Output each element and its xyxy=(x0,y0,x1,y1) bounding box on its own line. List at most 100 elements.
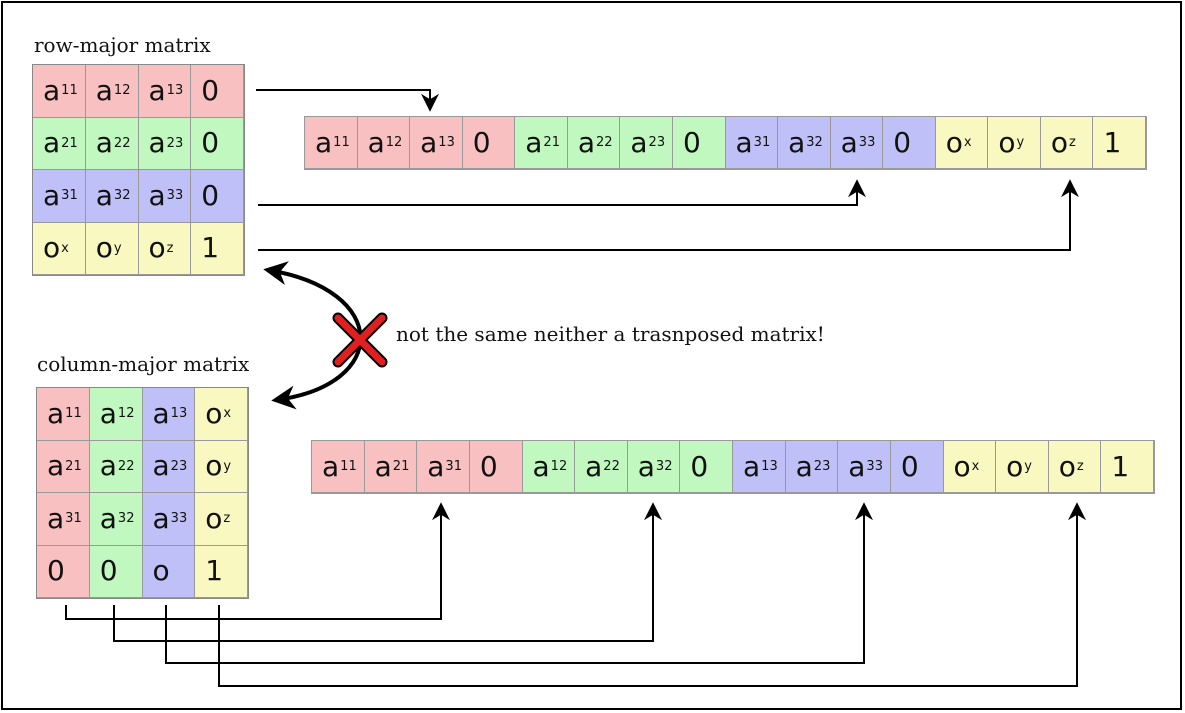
cell-base: a xyxy=(99,501,117,535)
cell-base: a xyxy=(322,449,340,483)
cell-subscript: x xyxy=(971,459,980,474)
cell-subscript: 12 xyxy=(117,406,135,422)
cell-subscript: x xyxy=(963,135,972,150)
cell-base: 0 xyxy=(479,449,498,483)
column-matrix-cell: 0 xyxy=(89,545,143,598)
cell-subscript: 21 xyxy=(543,135,560,150)
cell-base: a xyxy=(577,125,595,159)
cell-base: 1 xyxy=(1111,449,1130,483)
cell-subscript: y xyxy=(223,458,232,474)
cell-base: 0 xyxy=(472,125,491,159)
cell-subscript: 13 xyxy=(166,83,184,99)
cell-base: a xyxy=(420,125,438,159)
row-matrix-cell: 1 xyxy=(191,222,244,275)
cell-subscript: 33 xyxy=(858,135,876,150)
row-matrix-cell: 0 xyxy=(191,65,244,118)
cell-base: o xyxy=(205,449,223,483)
cell-base: a xyxy=(47,501,65,535)
cell-subscript: 33 xyxy=(166,188,184,204)
cell-subscript: 23 xyxy=(170,458,188,474)
cell-base: a xyxy=(152,396,170,430)
cell-base: 0 xyxy=(690,449,709,483)
column-matrix-cell: 0 xyxy=(37,545,90,598)
cell-base: o xyxy=(152,554,170,588)
cell-base: a xyxy=(43,126,61,160)
cell-subscript: 12 xyxy=(385,135,403,150)
column-matrix-cell: 1 xyxy=(195,545,248,598)
cell-subscript: y xyxy=(1016,135,1025,150)
cell-subscript: 22 xyxy=(595,135,613,150)
cell-base: a xyxy=(47,449,65,483)
cell-base: a xyxy=(532,449,550,483)
row-memory-cell: 0 xyxy=(883,117,936,169)
cell-subscript: 31 xyxy=(445,459,462,474)
cell-subscript: 31 xyxy=(65,511,82,527)
row-wire-3 xyxy=(258,179,866,206)
cell-base: o xyxy=(43,231,61,265)
cell-base: 0 xyxy=(201,126,220,160)
cell-subscript: 12 xyxy=(550,459,568,474)
cell-subscript: z xyxy=(223,511,231,527)
cell-base: a xyxy=(315,125,333,159)
cell-base: a xyxy=(788,125,806,159)
cell-subscript: y xyxy=(1024,459,1032,474)
cell-subscript: 33 xyxy=(866,459,883,474)
cell-base: o xyxy=(945,125,963,159)
cell-subscript: 21 xyxy=(61,135,78,151)
cell-base: o xyxy=(1058,449,1076,483)
cell-base: 0 xyxy=(201,73,220,107)
cell-subscript: 32 xyxy=(655,459,673,474)
col-wire-1 xyxy=(65,502,450,620)
cell-base: 0 xyxy=(201,178,220,212)
cell-base: o xyxy=(95,231,113,265)
comparison-arrow xyxy=(263,261,363,410)
cell-subscript: 22 xyxy=(117,458,135,474)
cell-subscript: 33 xyxy=(170,511,188,527)
column-memory-cell: 0 xyxy=(680,441,733,493)
cell-base: a xyxy=(148,126,166,160)
cell-base: a xyxy=(95,73,113,107)
cell-base: o xyxy=(148,231,166,265)
cell-base: a xyxy=(630,125,648,159)
cell-base: a xyxy=(374,449,392,483)
not-equal-cross-icon xyxy=(332,312,388,368)
cell-subscript: 11 xyxy=(65,406,82,422)
cell-base: a xyxy=(637,449,655,483)
cell-subscript: y xyxy=(113,240,122,256)
cell-subscript: 23 xyxy=(648,135,666,150)
cell-base: o xyxy=(205,501,223,535)
cell-subscript: 32 xyxy=(806,135,823,150)
cell-subscript: z xyxy=(1076,459,1084,474)
cell-base: a xyxy=(735,125,753,159)
row-memory-cell: 0 xyxy=(672,117,726,169)
cell-base: a xyxy=(848,449,866,483)
cell-base: o xyxy=(205,396,223,430)
cell-base: a xyxy=(585,449,603,483)
